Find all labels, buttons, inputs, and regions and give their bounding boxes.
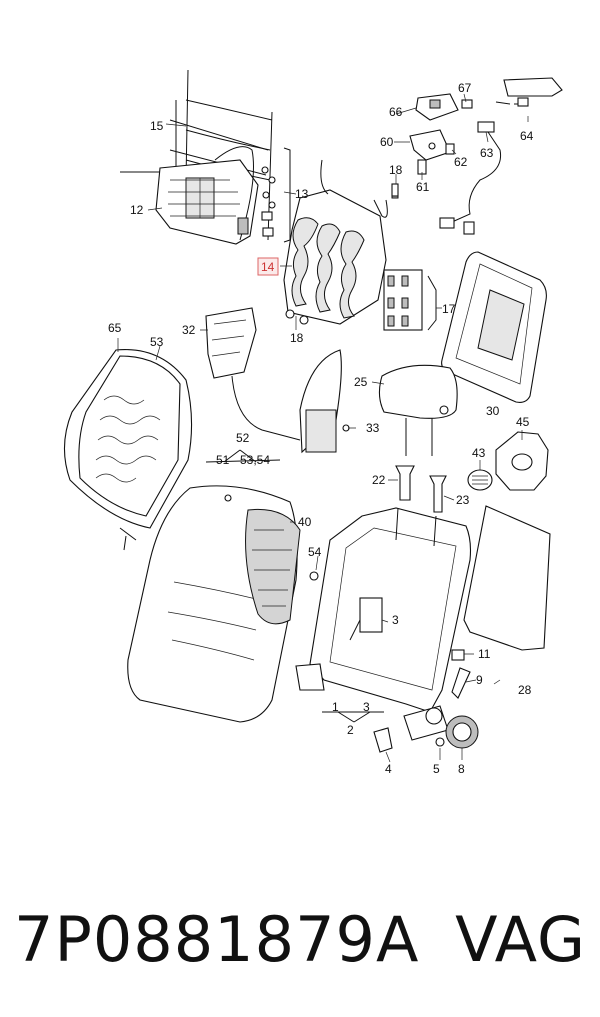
headrest-guide-22 bbox=[395, 465, 415, 501]
callout-67: 67 bbox=[458, 81, 472, 95]
speaker-43 bbox=[467, 469, 493, 491]
callout-11: 11 bbox=[478, 647, 491, 661]
backrest-rear-panel bbox=[441, 251, 547, 403]
clip-54 bbox=[309, 571, 319, 581]
clip-pair-18 bbox=[285, 309, 309, 325]
back-board-28 bbox=[463, 505, 551, 651]
callout-9: 9 bbox=[476, 673, 483, 687]
side-airbag-module bbox=[299, 349, 350, 454]
callout-62: 62 bbox=[454, 155, 468, 169]
callout-32: 32 bbox=[182, 323, 196, 337]
callout-45: 45 bbox=[516, 415, 530, 429]
headrest-25 bbox=[378, 364, 458, 456]
callout-labels: 15 12 13 14 18 18 17 66 67 60 61 62 63 6… bbox=[108, 81, 534, 776]
headrest-guide-23 bbox=[429, 475, 447, 513]
side-bracket-32 bbox=[205, 307, 301, 441]
callout-8: 8 bbox=[458, 762, 465, 776]
bracket-60 bbox=[409, 129, 451, 161]
callout-14: 14 bbox=[261, 260, 275, 274]
callout-17: 17 bbox=[442, 302, 456, 316]
backrest-foam-53 bbox=[78, 355, 181, 551]
exploded-seat-diagram: 15 12 13 14 18 18 17 66 67 60 61 62 63 6… bbox=[63, 69, 563, 776]
recliner-mechanism bbox=[403, 705, 449, 747]
callout-5: 5 bbox=[433, 762, 440, 776]
callout-33: 33 bbox=[366, 421, 380, 435]
callout-23: 23 bbox=[456, 493, 470, 507]
callout-60: 60 bbox=[380, 135, 394, 149]
heating-pad-40 bbox=[245, 508, 301, 625]
screw-61 bbox=[417, 159, 427, 175]
callout-30: 30 bbox=[486, 404, 500, 418]
callout-4: 4 bbox=[385, 762, 392, 776]
callout-66: 66 bbox=[389, 105, 403, 119]
callout-25: 25 bbox=[354, 375, 368, 389]
callout-18-lower: 18 bbox=[290, 331, 304, 345]
control-unit-64 bbox=[495, 77, 563, 107]
callout-1: 1 bbox=[332, 700, 339, 714]
callout-53-54: 53,54 bbox=[240, 453, 270, 467]
brand-name: VAG bbox=[455, 903, 586, 976]
fastener-18-upper bbox=[391, 183, 399, 197]
connector-67 bbox=[461, 99, 473, 109]
callout-43: 43 bbox=[472, 446, 486, 460]
handwheel-8 bbox=[445, 715, 479, 749]
callout-64: 64 bbox=[520, 129, 534, 143]
clip-4 bbox=[373, 727, 393, 753]
callout-51: 51 bbox=[216, 453, 230, 467]
callout-53: 53 bbox=[150, 335, 164, 349]
callout-12: 12 bbox=[130, 203, 144, 217]
callout-22: 22 bbox=[372, 473, 386, 487]
callout-13: 13 bbox=[295, 187, 309, 201]
backrest-frame bbox=[295, 507, 472, 713]
callout-65: 65 bbox=[108, 321, 122, 335]
clip-11 bbox=[451, 649, 465, 661]
lever-9 bbox=[451, 667, 471, 699]
clip-62 bbox=[445, 143, 455, 155]
callout-40: 40 bbox=[298, 515, 312, 529]
callout-28: 28 bbox=[518, 683, 532, 697]
lumbar-support-mat bbox=[155, 146, 259, 245]
recliner-bracket-3 bbox=[349, 597, 383, 641]
part-number: 7P0881879A bbox=[14, 903, 420, 976]
clip-strip-17 bbox=[383, 269, 437, 331]
callout-2: 2 bbox=[347, 723, 354, 737]
sensor-63 bbox=[439, 121, 502, 235]
callout-15: 15 bbox=[150, 119, 164, 133]
foam-disc-45 bbox=[495, 431, 549, 491]
part-number-footer: 7P0881879A VAG bbox=[14, 895, 586, 985]
callout-18-upper: 18 bbox=[389, 163, 403, 177]
leader-lines bbox=[117, 93, 529, 763]
callout-63: 63 bbox=[480, 146, 494, 160]
clip-set-13 bbox=[261, 147, 291, 243]
callout-3-frame: 3 bbox=[363, 700, 370, 714]
callout-61: 61 bbox=[416, 180, 430, 194]
callout-14-box bbox=[257, 257, 279, 276]
callout-52: 52 bbox=[236, 431, 250, 445]
switch-assembly-66 bbox=[415, 93, 459, 121]
callout-54: 54 bbox=[308, 545, 322, 559]
callout-3-bracket: 3 bbox=[392, 613, 399, 627]
backrest-spring-pad bbox=[283, 159, 399, 325]
